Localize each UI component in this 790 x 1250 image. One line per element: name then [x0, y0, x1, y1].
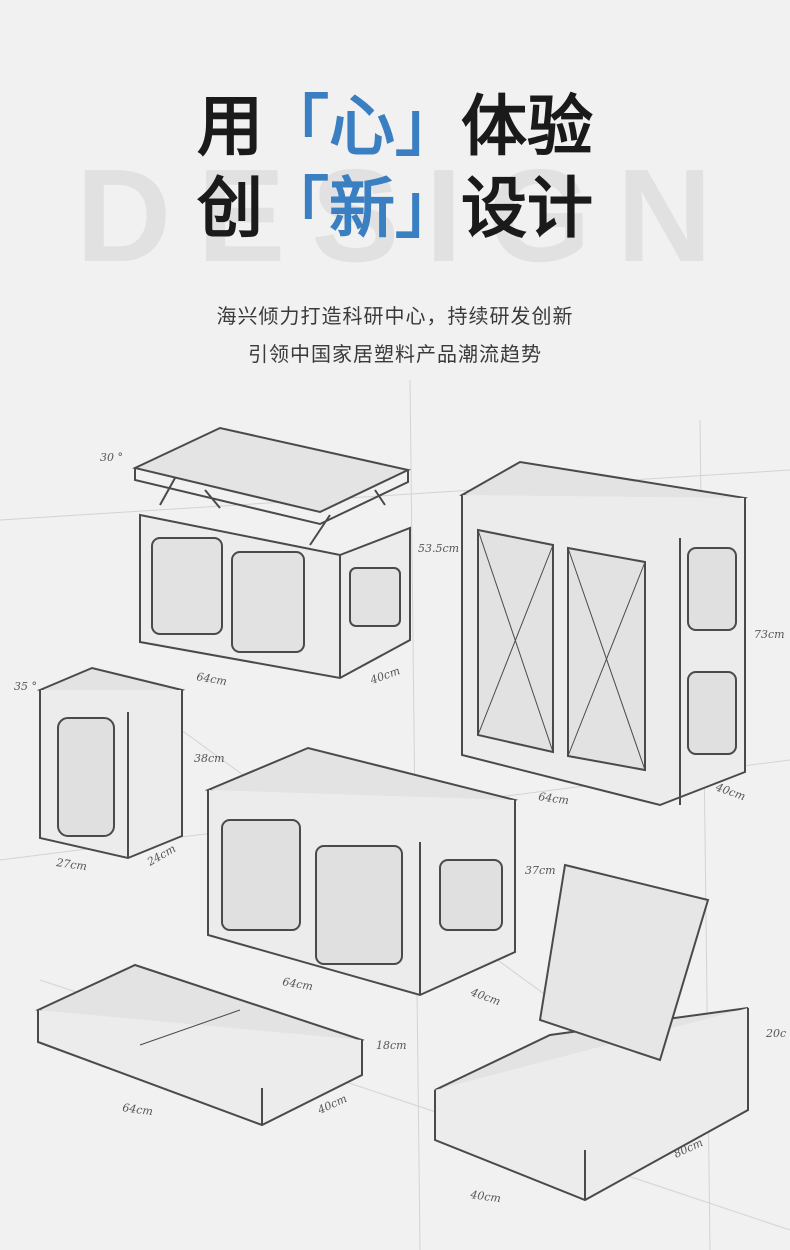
box2-height-label: 73cm	[754, 628, 785, 641]
box3-angle-label: 35 °	[14, 680, 37, 693]
subtitle-line-1: 海兴倾力打造科研中心，持续研发创新	[216, 304, 574, 328]
storage-box-medium	[204, 746, 519, 997]
headline-2-open-bracket: 「	[263, 170, 329, 247]
headline-1-after: 体验	[461, 88, 593, 165]
headline-2-after: 设计	[461, 170, 593, 247]
box5-width-label: 64cm	[122, 1101, 154, 1118]
box4-height-label: 37cm	[525, 864, 556, 877]
headline-2-before: 创	[197, 170, 263, 247]
box3-height-label: 38cm	[194, 752, 225, 765]
box1-width-label: 64cm	[195, 670, 227, 688]
box3-width-label: 27cm	[55, 856, 88, 873]
headline-1-accent: 心	[329, 88, 395, 165]
box2-width-label: 64cm	[538, 790, 570, 807]
headline-1-close-bracket: 」	[395, 88, 461, 165]
storage-cabinet-tall	[459, 460, 748, 807]
subtitle-line-2: 引领中国家居塑料产品潮流趋势	[248, 342, 542, 366]
box6-width-label: 40cm	[469, 1188, 502, 1205]
headline-2-accent: 新	[329, 170, 395, 247]
headline-line-1: 用「心」体验	[0, 94, 790, 160]
box4-width-label: 64cm	[281, 975, 313, 993]
headline-line-2: 创「新」设计	[0, 176, 790, 242]
box1-height-label: 53.5cm	[418, 542, 459, 555]
box1-depth-label: 40cm	[368, 664, 402, 687]
storage-box-open-lid	[131, 426, 412, 680]
storage-box-flat	[35, 963, 365, 1127]
headline-1-before: 用	[197, 88, 263, 165]
storage-box-small	[36, 666, 186, 860]
box6-height-label: 20c	[765, 1027, 786, 1040]
headline-1-open-bracket: 「	[263, 88, 329, 165]
headline-2-close-bracket: 」	[395, 170, 461, 247]
storage-box-flip-lid	[434, 863, 749, 1202]
box1-angle-label: 30 °	[100, 451, 123, 464]
box4-depth-label: 40cm	[468, 985, 502, 1008]
background-watermark-text: DESIGN	[75, 142, 739, 289]
box5-height-label: 18cm	[376, 1039, 407, 1052]
box2-depth-label: 40cm	[713, 780, 747, 803]
